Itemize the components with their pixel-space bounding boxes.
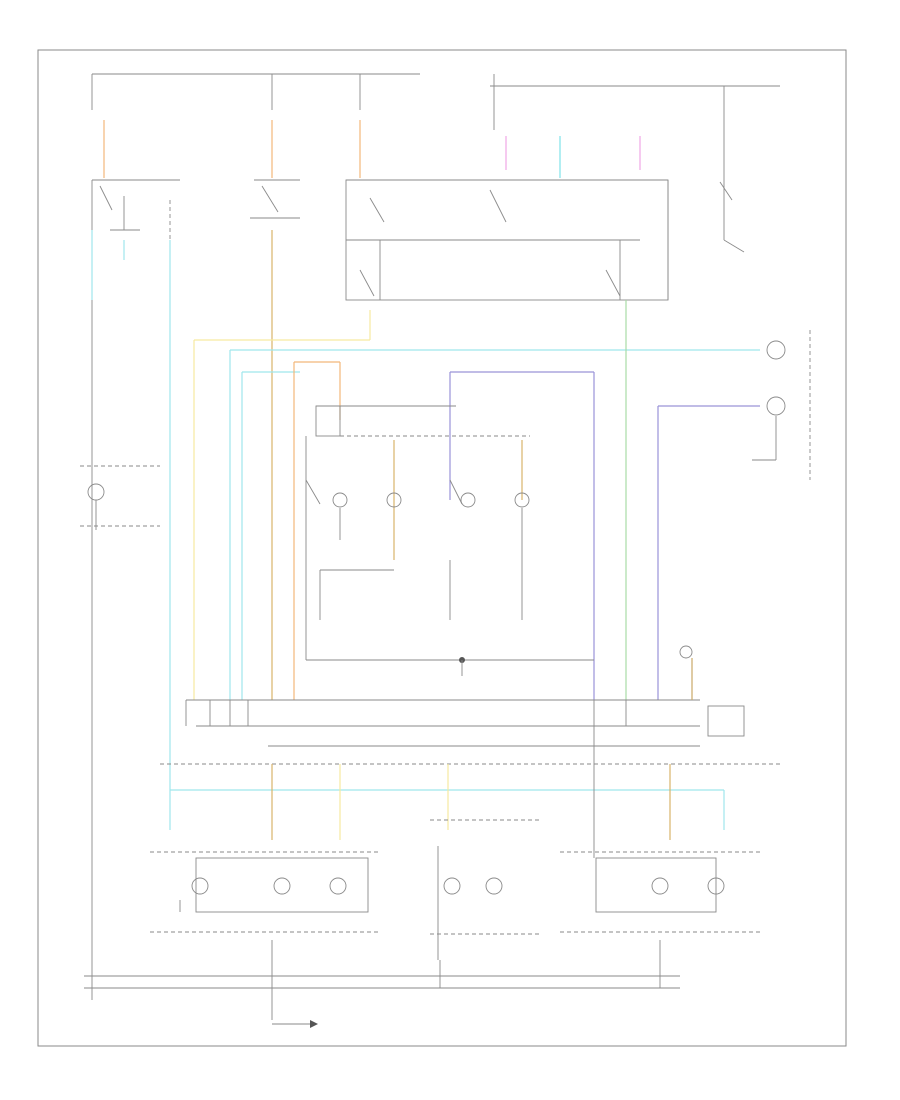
left-indicator-lamp [80,465,160,530]
center-switch-box [305,405,594,661]
hazard-switch-block [91,179,180,1000]
turn-signal-switch-block [250,179,300,219]
high-mount-stop-lamp [679,645,693,659]
bottom-ground-bus [84,940,680,1028]
license-lamp-assembly [430,819,540,960]
left-rear-lamp-assembly [150,851,380,933]
center-ground [459,657,465,676]
right-rear-lamp-assembly [560,726,760,933]
top-power-feeds [91,73,780,130]
combination-switch-block [345,179,669,301]
diagram-frame [37,49,847,1047]
junction-block [160,699,780,765]
right-indicator-lamps [752,330,811,480]
center-bulbs [305,479,530,620]
front-marker-feed [719,120,745,253]
